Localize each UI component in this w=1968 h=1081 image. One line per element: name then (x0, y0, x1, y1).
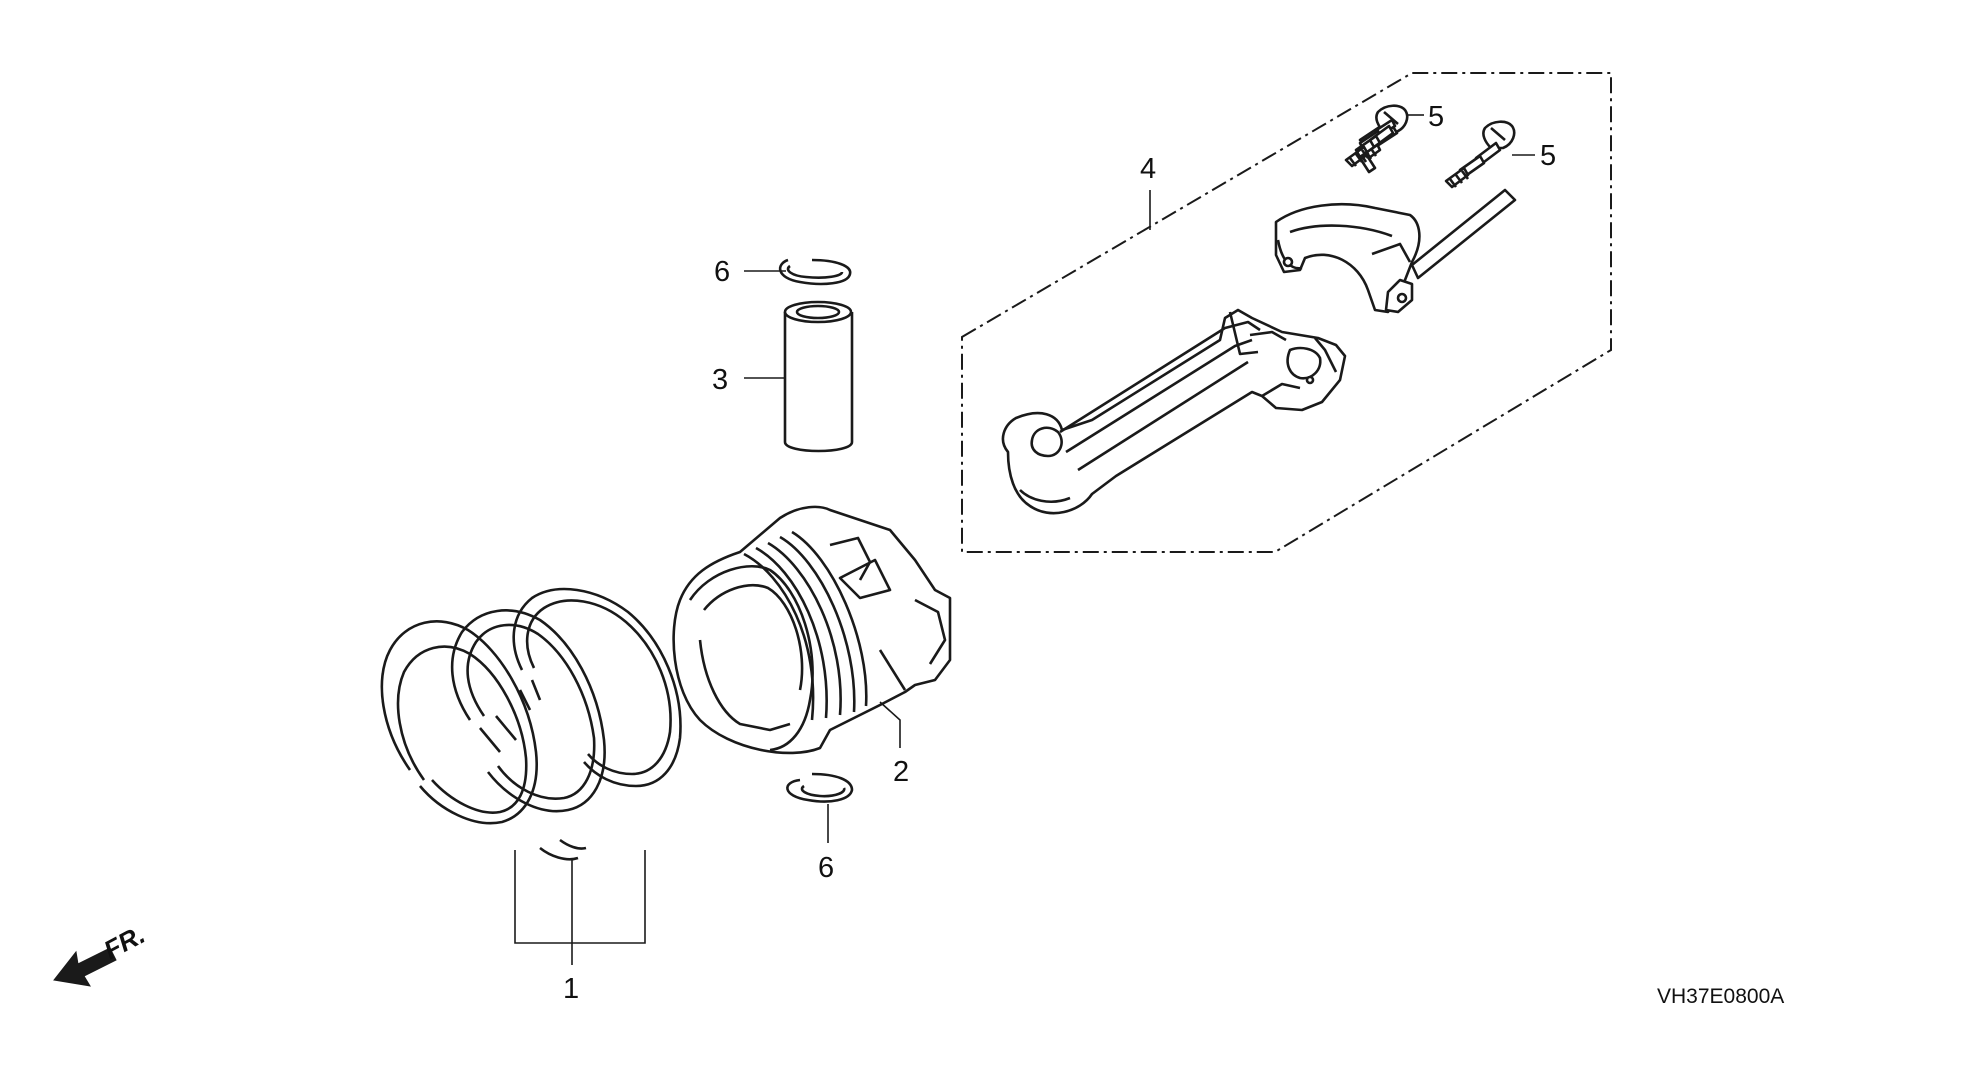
pin-clip-top (778, 258, 852, 286)
callout-6b: 6 (818, 852, 834, 884)
piston-ring-bottom (512, 587, 682, 788)
callout-6a: 6 (714, 256, 730, 288)
piston-ring-middle (450, 609, 606, 813)
bolt-left-threads (1348, 149, 1370, 167)
pin-clip-bottom (786, 772, 854, 803)
connecting-rod (1001, 308, 1347, 515)
callout-5a: 5 (1428, 101, 1444, 133)
leader-lines (514, 114, 1535, 965)
callout-2: 2 (893, 756, 909, 788)
piston (672, 505, 952, 755)
front-direction-indicator: FR. (53, 919, 150, 987)
callout-1: 1 (563, 973, 579, 1005)
piston-pin (783, 300, 854, 453)
piston-ring-top (380, 620, 587, 861)
callout-4: 4 (1140, 153, 1156, 185)
front-arrow-icon (53, 947, 117, 987)
rod-bolt-right (1444, 120, 1516, 189)
callout-3: 3 (712, 364, 728, 396)
connecting-rod-assembly-boundary (961, 72, 1612, 553)
bearing-cap (1274, 188, 1517, 314)
callout-5b: 5 (1540, 140, 1556, 172)
diagram-code: VH37E0800A (1657, 985, 1784, 1008)
